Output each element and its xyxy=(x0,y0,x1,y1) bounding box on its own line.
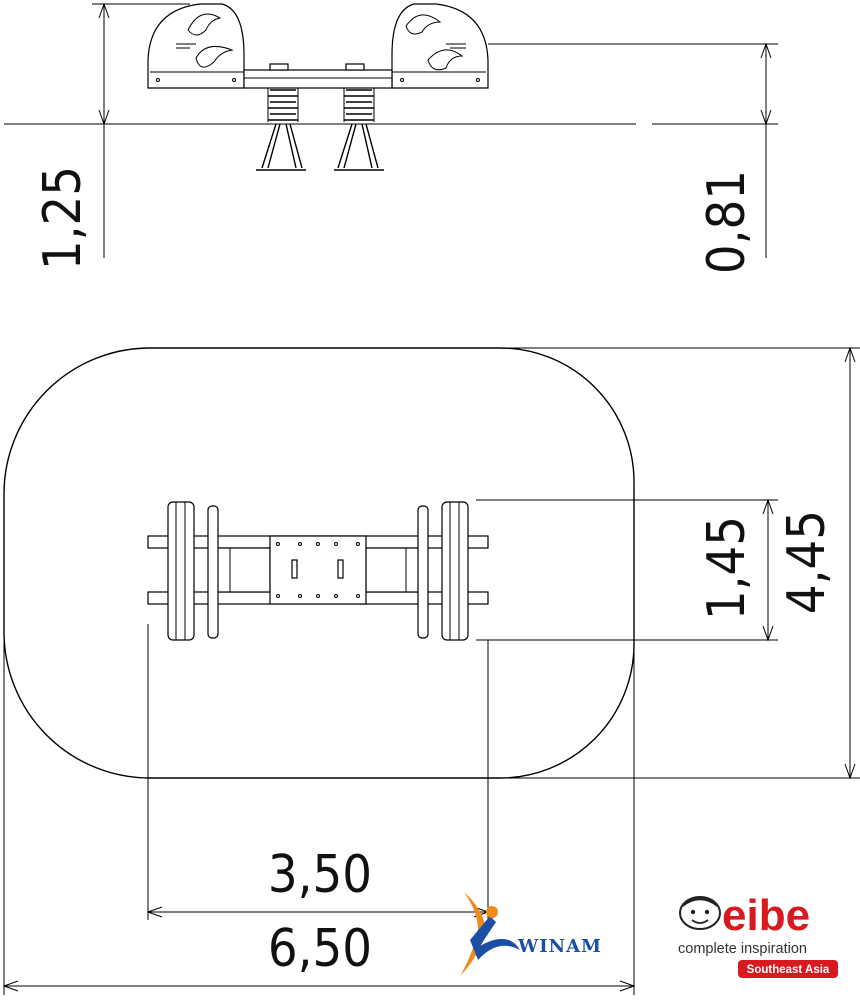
dim-seat-height: 0,81 xyxy=(697,170,757,274)
winam-figure-icon xyxy=(470,916,520,960)
dim-equipment-width: 1,45 xyxy=(697,516,757,620)
left-seat-plate xyxy=(147,3,245,89)
dim-area-length: 6,50 xyxy=(268,919,372,979)
eibe-wordmark: eibe xyxy=(722,891,810,940)
right-seat-plate xyxy=(391,3,489,89)
centre-beam xyxy=(243,69,393,89)
winam-logo: WINAM xyxy=(460,892,602,976)
spring-left xyxy=(267,88,299,122)
side-elevation: 1,25 0,81 xyxy=(4,2,778,274)
right-seat-boards xyxy=(417,501,469,641)
anchor-right xyxy=(334,123,384,171)
dim-equipment-length: 3,50 xyxy=(268,845,372,905)
left-seat-boards xyxy=(167,501,219,641)
safety-area-outline xyxy=(3,347,635,779)
spring-right xyxy=(343,88,375,122)
anchor-left xyxy=(256,123,306,171)
eibe-mascot-icon xyxy=(679,896,721,930)
eibe-region-label: Southeast Asia xyxy=(747,964,830,976)
eibe-tagline: complete inspiration xyxy=(678,941,807,957)
plan-view: 1,45 4,45 3,50 6,50 xyxy=(2,346,860,995)
dim-area-width: 4,45 xyxy=(777,510,837,614)
winam-wordmark: WINAM xyxy=(517,936,602,957)
winam-dot-icon xyxy=(486,906,498,918)
winam-swoosh-icon xyxy=(460,892,486,976)
centre-plate xyxy=(269,535,367,605)
eibe-region-badge xyxy=(738,960,838,978)
eibe-logo: eibe complete inspiration Southeast Asia xyxy=(678,891,838,978)
dim-total-height: 1,25 xyxy=(33,166,93,270)
